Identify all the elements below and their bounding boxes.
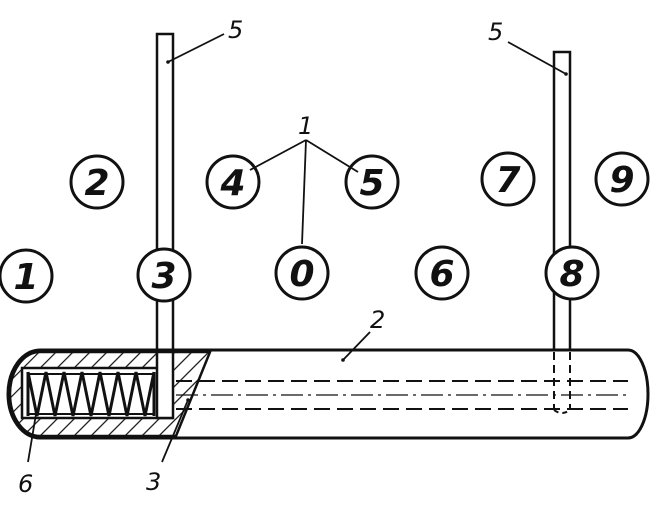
rod-left bbox=[155, 32, 175, 354]
digit-circle-7: 7 bbox=[480, 151, 536, 207]
digit-circle-8: 8 bbox=[544, 245, 600, 301]
digit-label-9: 9 bbox=[609, 160, 634, 201]
callout-rod-left-label: 5 bbox=[228, 16, 243, 44]
digit-label-1: 1 bbox=[13, 257, 38, 298]
digit-label-6: 6 bbox=[429, 254, 454, 295]
callout-body-label: 2 bbox=[370, 306, 385, 334]
callout-rod-left: 5 bbox=[166, 16, 243, 64]
rod-left-end bbox=[155, 350, 175, 420]
digit-label-8: 8 bbox=[559, 254, 584, 295]
spring bbox=[26, 371, 156, 417]
callout-circles: 1 bbox=[249, 112, 359, 245]
callout-spring: 6 bbox=[18, 413, 37, 498]
callout-circles-label: 1 bbox=[298, 112, 313, 140]
callout-body: 2 bbox=[341, 306, 385, 362]
callout-inner-bore-label: 3 bbox=[146, 468, 161, 496]
callout-spring-label: 6 bbox=[18, 470, 33, 498]
rod-right bbox=[552, 50, 572, 354]
digit-circle-0: 0 bbox=[274, 245, 330, 301]
digit-circle-4: 4 bbox=[205, 154, 261, 210]
digit-label-5: 5 bbox=[359, 163, 384, 204]
digit-circle-9: 9 bbox=[594, 151, 650, 207]
digit-circle-6: 6 bbox=[414, 245, 470, 301]
digit-circle-3: 3 bbox=[136, 247, 192, 303]
callout-inner-bore: 3 bbox=[146, 398, 190, 496]
digit-circle-5: 5 bbox=[344, 154, 400, 210]
callout-rod-right-label: 5 bbox=[488, 18, 503, 46]
digit-label-3: 3 bbox=[151, 256, 176, 297]
digit-circle-1: 1 bbox=[0, 248, 54, 304]
digit-label-4: 4 bbox=[219, 163, 245, 204]
rod-right-hidden-tip bbox=[553, 409, 571, 414]
digit-label-7: 7 bbox=[495, 160, 520, 201]
digit-circle-2: 2 bbox=[69, 154, 125, 210]
digit-label-2: 2 bbox=[84, 163, 109, 204]
digit-label-0: 0 bbox=[289, 254, 314, 295]
callout-rod-right: 5 bbox=[488, 18, 568, 76]
